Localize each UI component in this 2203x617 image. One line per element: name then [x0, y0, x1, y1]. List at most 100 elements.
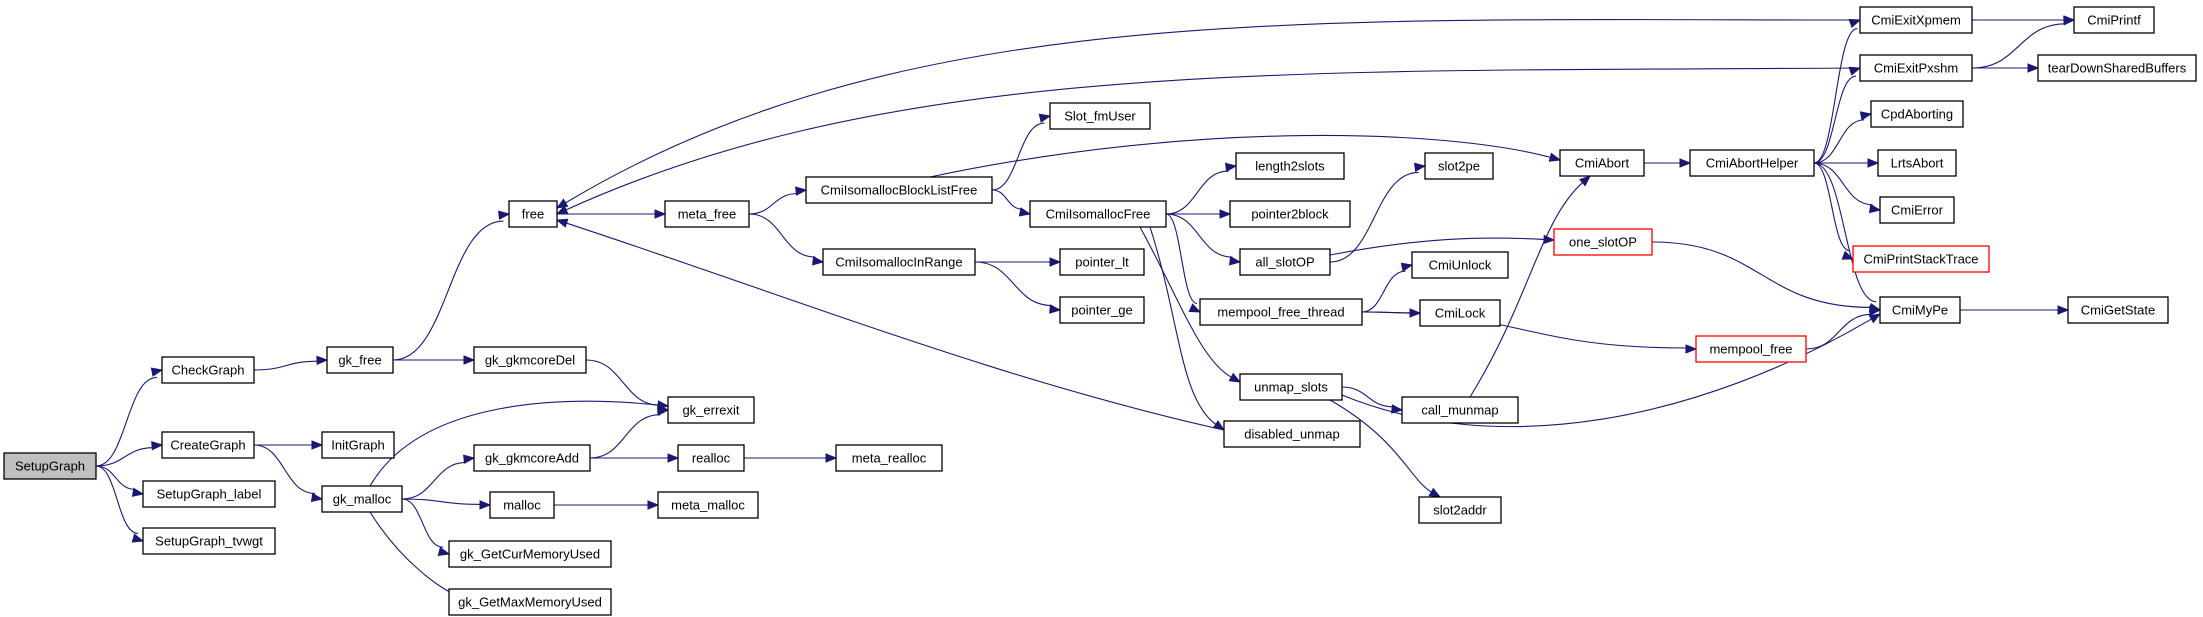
node-box[interactable]	[161, 431, 255, 459]
node-CmiIsomallocInRange[interactable]: CmiIsomallocInRange	[822, 248, 976, 276]
node-SetupGraph_tvwgt[interactable]: SetupGraph_tvwgt	[142, 527, 276, 555]
node-disabled_unmap[interactable]: disabled_unmap	[1223, 420, 1361, 448]
node-realloc[interactable]: realloc	[677, 444, 745, 472]
node-box[interactable]	[1879, 296, 1961, 324]
node-box[interactable]	[1049, 102, 1151, 130]
node-box[interactable]	[489, 491, 555, 519]
node-gk_GetCurMemoryUsed[interactable]: gk_GetCurMemoryUsed	[448, 540, 612, 568]
node-box[interactable]	[2073, 6, 2155, 34]
node-gk_free[interactable]: gk_free	[326, 346, 394, 374]
node-CmiError[interactable]: CmiError	[1879, 196, 1955, 224]
node-box[interactable]	[473, 346, 587, 374]
node-box[interactable]	[677, 444, 745, 472]
node-gk_errexit[interactable]: gk_errexit	[667, 396, 755, 424]
node-malloc[interactable]: malloc	[489, 491, 555, 519]
node-box[interactable]	[142, 480, 276, 508]
node-box[interactable]	[1689, 149, 1815, 177]
node-box[interactable]	[1239, 373, 1343, 401]
node-Slot_fmUser[interactable]: Slot_fmUser	[1049, 102, 1151, 130]
node-length2slots[interactable]: length2slots	[1235, 152, 1345, 180]
node-box[interactable]	[1879, 196, 1955, 224]
node-SetupGraph_label[interactable]: SetupGraph_label	[142, 480, 276, 508]
node-CmiAbort[interactable]: CmiAbort	[1559, 149, 1645, 177]
node-box[interactable]	[161, 356, 255, 384]
node-box[interactable]	[1418, 496, 1502, 524]
node-box[interactable]	[1029, 200, 1167, 228]
node-box[interactable]	[448, 540, 612, 568]
node-tearDownSharedBuffers[interactable]: tearDownSharedBuffers	[2037, 54, 2197, 82]
node-box[interactable]	[1559, 149, 1645, 177]
node-box[interactable]	[657, 491, 759, 519]
node-box[interactable]	[1695, 335, 1807, 363]
node-box[interactable]	[1235, 152, 1345, 180]
node-CmiExitXpmem[interactable]: CmiExitXpmem	[1859, 6, 1973, 34]
node-box[interactable]	[2067, 296, 2169, 324]
node-all_slotOP[interactable]: all_slotOP	[1239, 248, 1331, 276]
node-box[interactable]	[664, 200, 750, 228]
node-box[interactable]	[1859, 6, 1973, 34]
node-box[interactable]	[1199, 298, 1363, 326]
node-box[interactable]	[448, 588, 612, 616]
node-box[interactable]	[142, 527, 276, 555]
node-gk_gkmcoreDel[interactable]: gk_gkmcoreDel	[473, 346, 587, 374]
node-box[interactable]	[321, 485, 403, 513]
node-CmiAbortHelper[interactable]: CmiAbortHelper	[1689, 149, 1815, 177]
node-call_munmap[interactable]: call_munmap	[1401, 396, 1519, 424]
node-box[interactable]	[667, 396, 755, 424]
node-gk_gkmcoreAdd[interactable]: gk_gkmcoreAdd	[473, 444, 591, 472]
node-box[interactable]	[1229, 200, 1351, 228]
node-pointer2block[interactable]: pointer2block	[1229, 200, 1351, 228]
node-box[interactable]	[473, 444, 591, 472]
node-mempool_free_thread[interactable]: mempool_free_thread	[1199, 298, 1363, 326]
node-box[interactable]	[321, 431, 395, 459]
node-CmiExitPxshm[interactable]: CmiExitPxshm	[1859, 54, 1973, 82]
node-CpdAborting[interactable]: CpdAborting	[1870, 100, 1964, 128]
node-box[interactable]	[1059, 248, 1145, 276]
node-box[interactable]	[1401, 396, 1519, 424]
node-unmap_slots[interactable]: unmap_slots	[1239, 373, 1343, 401]
node-CmiUnlock[interactable]: CmiUnlock	[1411, 251, 1509, 279]
node-box[interactable]	[1852, 245, 1990, 273]
node-box[interactable]	[805, 176, 993, 204]
node-meta_malloc[interactable]: meta_malloc	[657, 491, 759, 519]
node-gk_GetMaxMemoryUsed[interactable]: gk_GetMaxMemoryUsed	[448, 588, 612, 616]
node-LrtsAbort[interactable]: LrtsAbort	[1877, 149, 1957, 177]
node-CmiMyPe[interactable]: CmiMyPe	[1879, 296, 1961, 324]
node-gk_malloc[interactable]: gk_malloc	[321, 485, 403, 513]
node-CheckGraph[interactable]: CheckGraph	[161, 356, 255, 384]
node-box[interactable]	[1870, 100, 1964, 128]
node-box[interactable]	[1059, 296, 1145, 324]
node-InitGraph[interactable]: InitGraph	[321, 431, 395, 459]
node-box[interactable]	[822, 248, 976, 276]
node-box[interactable]	[326, 346, 394, 374]
node-box[interactable]	[1553, 228, 1653, 256]
node-box[interactable]	[1223, 420, 1361, 448]
node-meta_realloc[interactable]: meta_realloc	[835, 444, 943, 472]
node-box[interactable]	[1239, 248, 1331, 276]
node-CmiIsomallocBlockListFree[interactable]: CmiIsomallocBlockListFree	[805, 176, 993, 204]
node-CmiPrintStackTrace[interactable]: CmiPrintStackTrace	[1852, 245, 1990, 273]
node-CreateGraph[interactable]: CreateGraph	[161, 431, 255, 459]
node-box[interactable]	[835, 444, 943, 472]
node-mempool_free[interactable]: mempool_free	[1695, 335, 1807, 363]
node-box[interactable]	[1424, 152, 1494, 180]
node-one_slotOP[interactable]: one_slotOP	[1553, 228, 1653, 256]
node-box[interactable]	[3, 452, 97, 480]
node-CmiGetState[interactable]: CmiGetState	[2067, 296, 2169, 324]
node-SetupGraph[interactable]: SetupGraph	[3, 452, 97, 480]
node-box[interactable]	[2037, 54, 2197, 82]
node-slot2addr[interactable]: slot2addr	[1418, 496, 1502, 524]
node-pointer_ge[interactable]: pointer_ge	[1059, 296, 1145, 324]
node-box[interactable]	[508, 200, 558, 228]
node-box[interactable]	[1419, 299, 1501, 327]
node-CmiIsomallocFree[interactable]: CmiIsomallocFree	[1029, 200, 1167, 228]
node-CmiPrintf[interactable]: CmiPrintf	[2073, 6, 2155, 34]
node-meta_free[interactable]: meta_free	[664, 200, 750, 228]
node-box[interactable]	[1877, 149, 1957, 177]
node-box[interactable]	[1411, 251, 1509, 279]
node-pointer_lt[interactable]: pointer_lt	[1059, 248, 1145, 276]
node-CmiLock[interactable]: CmiLock	[1419, 299, 1501, 327]
node-slot2pe[interactable]: slot2pe	[1424, 152, 1494, 180]
node-free[interactable]: free	[508, 200, 558, 228]
node-box[interactable]	[1859, 54, 1973, 82]
